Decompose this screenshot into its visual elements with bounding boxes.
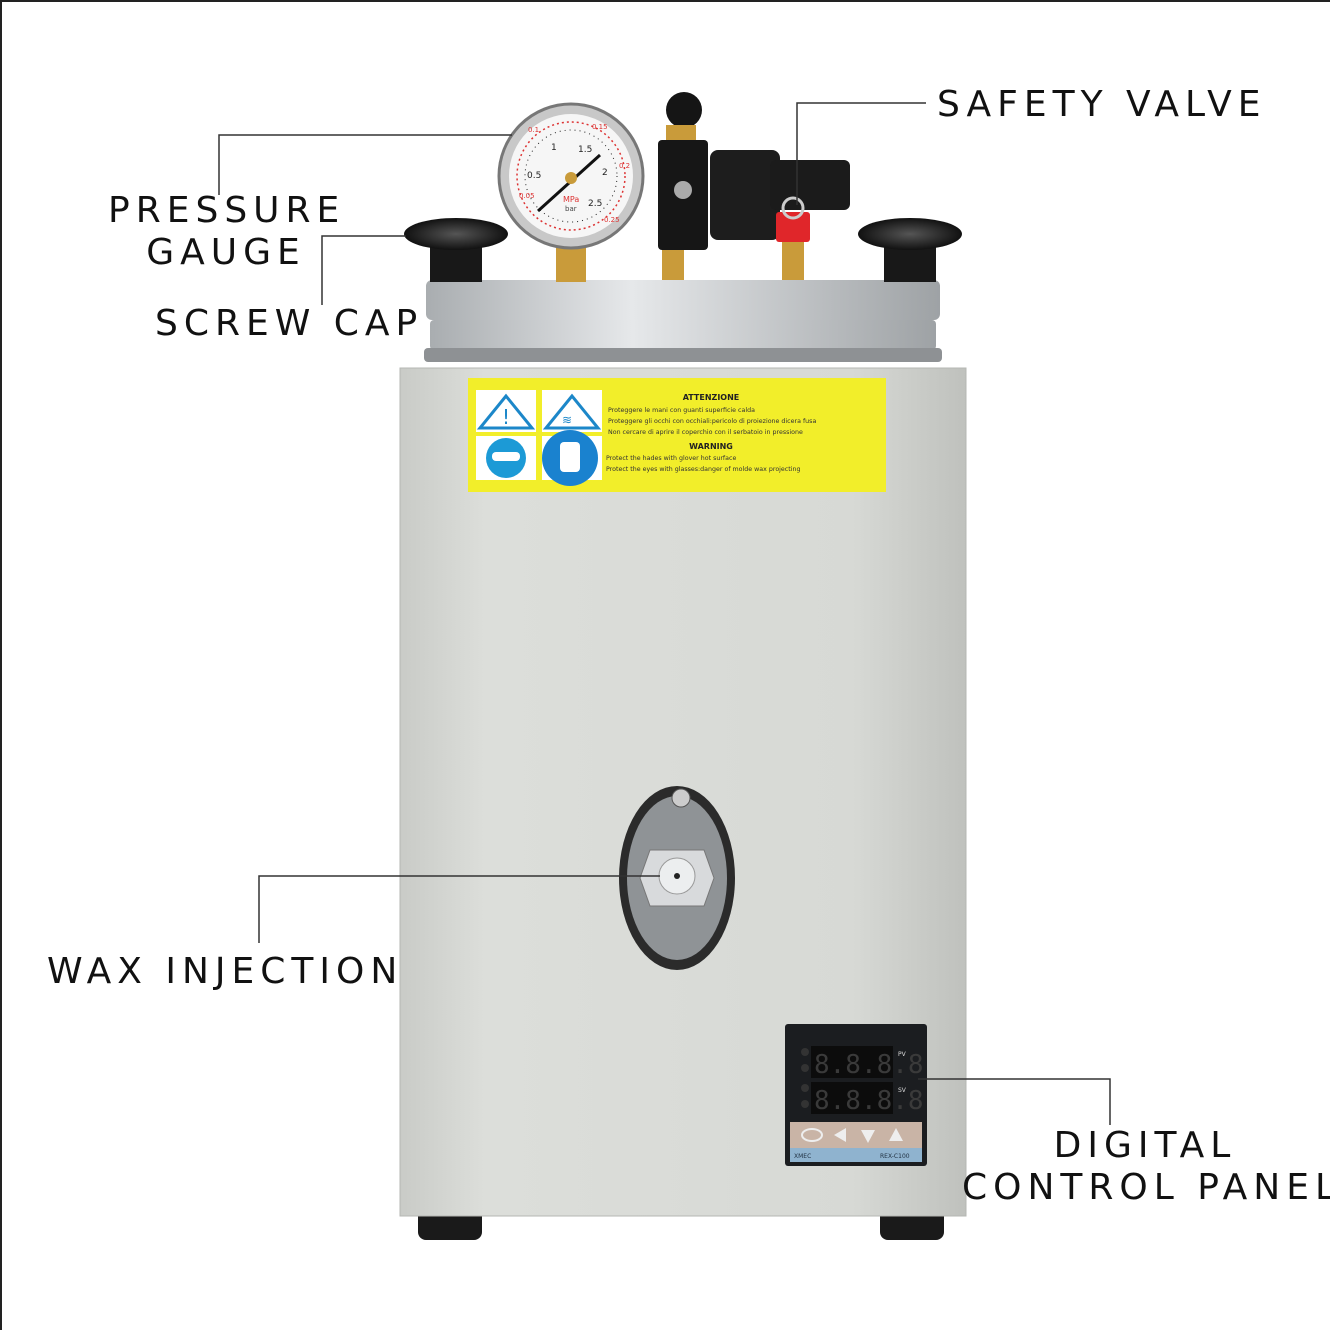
svg-text:Proteggere gli occhi con occhi: Proteggere gli occhi con occhiali:perico… bbox=[608, 418, 816, 425]
svg-text:MPa: MPa bbox=[563, 195, 579, 204]
svg-text:1.5: 1.5 bbox=[578, 145, 592, 155]
label-line: PRESSURE bbox=[108, 190, 346, 231]
up-button[interactable] bbox=[889, 1128, 903, 1141]
svg-text:1: 1 bbox=[551, 143, 557, 153]
digital-control-panel: 8.8.8.8 8.8.8.8 PV SV XMEC REX-C100 bbox=[785, 1024, 927, 1166]
warning-triangle-icon bbox=[476, 393, 536, 430]
svg-text:REX-C100: REX-C100 bbox=[880, 1153, 910, 1160]
callout-digital-control-panel bbox=[918, 1078, 1111, 1125]
callout-safety-valve bbox=[796, 102, 926, 205]
svg-text:WARNING: WARNING bbox=[689, 442, 733, 451]
svg-text:Non cercare di aprire il coper: Non cercare di aprire il coperchio con i… bbox=[608, 429, 803, 436]
svg-text:≋: ≋ bbox=[562, 413, 572, 427]
callout-lines bbox=[218, 102, 1111, 1125]
callout-pressure-gauge bbox=[218, 134, 512, 195]
svg-text:bar: bar bbox=[565, 205, 577, 213]
label-line: DIGITAL bbox=[1053, 1125, 1237, 1166]
pv-display: 8.8.8.8 bbox=[814, 1050, 924, 1080]
svg-text:Protect the eyes with glasses:: Protect the eyes with glasses:danger of … bbox=[606, 466, 800, 473]
svg-text:0.25: 0.25 bbox=[604, 216, 620, 224]
svg-text:PV: PV bbox=[898, 1051, 907, 1058]
wax-injection-nozzle bbox=[619, 786, 735, 970]
label-line: GAUGE bbox=[146, 232, 306, 273]
svg-text:2.5: 2.5 bbox=[588, 199, 602, 209]
down-button[interactable] bbox=[861, 1130, 875, 1143]
pressure-gauge: 0.5 1 1.5 2 2.5 0.05 0.1 0.15 0.2 0.25 M… bbox=[497, 102, 645, 282]
svg-text:2: 2 bbox=[602, 168, 608, 178]
svg-text:0.15: 0.15 bbox=[592, 123, 608, 131]
callout-screw-cap bbox=[321, 235, 406, 305]
lid bbox=[424, 280, 942, 362]
svg-text:0.1: 0.1 bbox=[528, 126, 539, 134]
label-safety-valve: SAFETY VALVE bbox=[937, 84, 1267, 125]
shift-left-button[interactable] bbox=[834, 1128, 846, 1142]
svg-text:XMEC: XMEC bbox=[794, 1153, 811, 1160]
screw-cap-right bbox=[858, 218, 962, 282]
svg-text:Protect the hades with glover: Protect the hades with glover hot surfac… bbox=[606, 455, 736, 462]
svg-text:ATTENZIONE: ATTENZIONE bbox=[683, 393, 740, 402]
regulator-assembly bbox=[658, 92, 850, 280]
set-button[interactable] bbox=[801, 1128, 823, 1142]
screw-cap-left bbox=[404, 218, 508, 282]
label-screw-cap: SCREW CAP bbox=[155, 303, 424, 344]
label-wax-injection: WAX INJECTION bbox=[47, 951, 404, 992]
hot-surface-icon bbox=[542, 393, 602, 430]
svg-text:!: ! bbox=[502, 405, 510, 429]
label-line: CONTROL PANEL bbox=[962, 1167, 1330, 1208]
svg-text:SV: SV bbox=[898, 1087, 907, 1094]
svg-text:0.2: 0.2 bbox=[619, 162, 630, 170]
warning-label: ! ≋ ATTENZIONE Proteggere le mani con gu… bbox=[468, 378, 886, 492]
label-digital-control-panel: DIGITAL CONTROL PANEL bbox=[962, 1125, 1330, 1209]
label-pressure-gauge: PRESSURE GAUGE bbox=[108, 190, 344, 274]
sv-display: 8.8.8.8 bbox=[814, 1086, 924, 1116]
callout-wax-injection bbox=[258, 875, 660, 943]
safety-valve bbox=[776, 196, 810, 280]
svg-text:0.5: 0.5 bbox=[527, 171, 541, 181]
svg-text:Proteggere le mani con guanti: Proteggere le mani con guanti superficie… bbox=[608, 407, 755, 414]
svg-text:0.05: 0.05 bbox=[519, 192, 535, 200]
